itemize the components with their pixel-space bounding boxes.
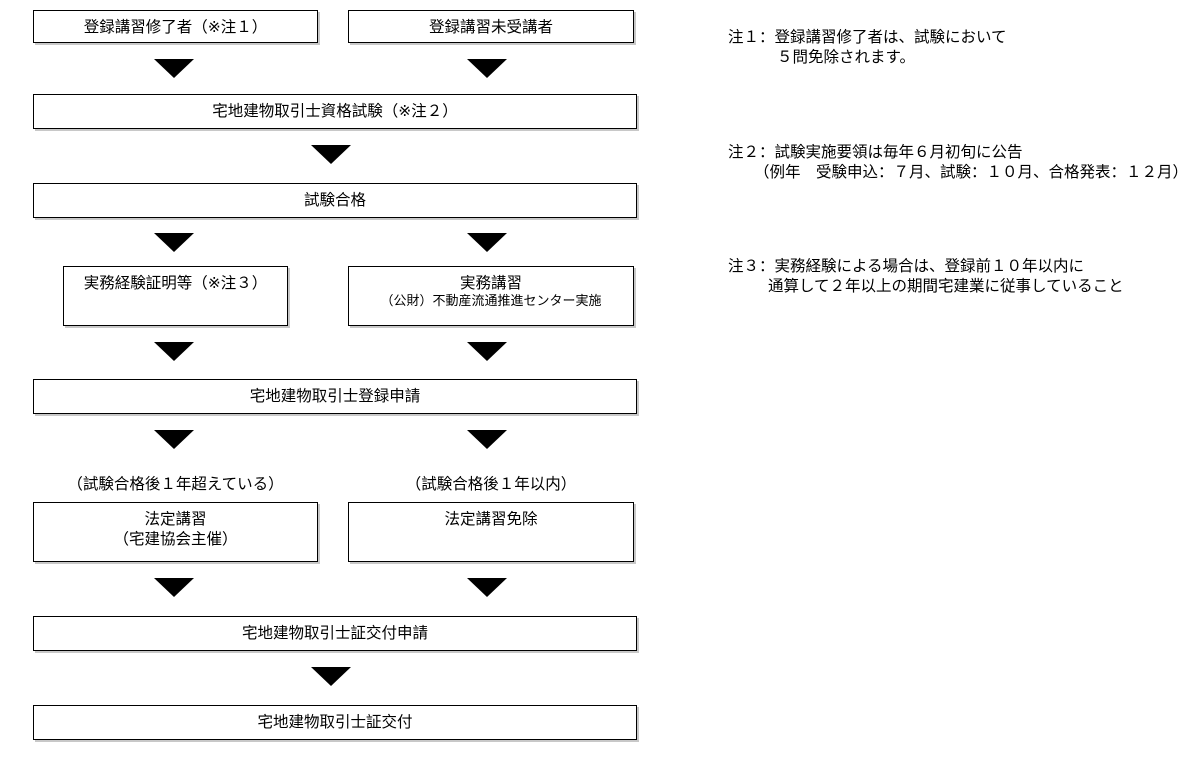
arrow-down-icon bbox=[154, 233, 194, 252]
box-practical-training: 実務講習 （公財）不動産流通推進センター実施 bbox=[348, 266, 634, 326]
condition-within-one-year: （試験合格後１年以内） bbox=[405, 475, 577, 493]
arrow-down-icon bbox=[467, 59, 507, 78]
box-label: 登録講習修了者（※注１） bbox=[83, 18, 268, 36]
box-registered-course-completed: 登録講習修了者（※注１） bbox=[33, 10, 318, 43]
arrow-down-icon bbox=[467, 342, 507, 361]
arrow-down-icon bbox=[154, 59, 194, 78]
condition-over-one-year: （試験合格後１年超えている） bbox=[67, 475, 284, 493]
arrow-down-icon bbox=[467, 578, 507, 597]
box-card-application: 宅地建物取引士証交付申請 bbox=[33, 616, 637, 651]
box-label: 登録講習未受講者 bbox=[428, 18, 553, 36]
box-label: 実務経験証明等（※注３） bbox=[83, 274, 268, 292]
box-label: 試験合格 bbox=[303, 191, 366, 209]
box-work-experience-proof: 実務経験証明等（※注３） bbox=[63, 266, 288, 326]
box-exam: 宅地建物取引士資格試験（※注２） bbox=[33, 94, 637, 129]
box-label: 宅地建物取引士資格試験（※注２） bbox=[212, 102, 458, 120]
note-3-line-2: 通算して２年以上の期間宅建業に従事していること bbox=[768, 277, 1124, 295]
note-1-line-1: 注１：登録講習修了者は、試験において bbox=[728, 28, 1007, 46]
note-2-line-2: （例年 受験申込：７月、試験：１０月、合格発表：１２月） bbox=[754, 163, 1189, 181]
box-label: 法定講習免除 bbox=[444, 510, 538, 528]
box-label: 宅地建物取引士証交付 bbox=[257, 713, 413, 731]
box-sublabel: （公財）不動産流通推進センター実施 bbox=[380, 294, 602, 309]
note-2-line-1: 注２：試験実施要領は毎年６月初旬に公告 bbox=[728, 143, 1023, 161]
note-2: 注２：試験実施要領は毎年６月初旬に公告 （例年 受験申込：７月、試験：１０月、合… bbox=[728, 142, 1188, 182]
box-exam-pass: 試験合格 bbox=[33, 183, 637, 218]
box-sublabel: （宅建協会主催） bbox=[113, 530, 238, 548]
box-label: 宅地建物取引士登録申請 bbox=[249, 387, 421, 405]
note-3: 注３：実務経験による場合は、登録前１０年以内に 通算して２年以上の期間宅建業に従… bbox=[728, 256, 1124, 296]
arrow-down-icon bbox=[311, 145, 351, 164]
box-registered-course-not-taken: 登録講習未受講者 bbox=[348, 10, 634, 43]
box-label: 実務講習 bbox=[459, 274, 522, 292]
box-registration-application: 宅地建物取引士登録申請 bbox=[33, 379, 637, 414]
arrow-down-icon bbox=[154, 430, 194, 449]
box-card-issue: 宅地建物取引士証交付 bbox=[33, 705, 637, 740]
note-1-line-2: ５問免除されます。 bbox=[777, 48, 915, 66]
arrow-down-icon bbox=[467, 233, 507, 252]
arrow-down-icon bbox=[154, 342, 194, 361]
note-1: 注１：登録講習修了者は、試験において ５問免除されます。 bbox=[728, 27, 1007, 67]
box-label: 宅地建物取引士証交付申請 bbox=[241, 624, 428, 642]
box-legal-training: 法定講習 （宅建協会主催） bbox=[33, 502, 318, 562]
note-3-line-1: 注３：実務経験による場合は、登録前１０年以内に bbox=[728, 257, 1085, 275]
box-label: 法定講習 bbox=[144, 510, 207, 528]
arrow-down-icon bbox=[154, 578, 194, 597]
box-legal-training-exempt: 法定講習免除 bbox=[348, 502, 634, 562]
arrow-down-icon bbox=[467, 430, 507, 449]
arrow-down-icon bbox=[311, 667, 351, 686]
